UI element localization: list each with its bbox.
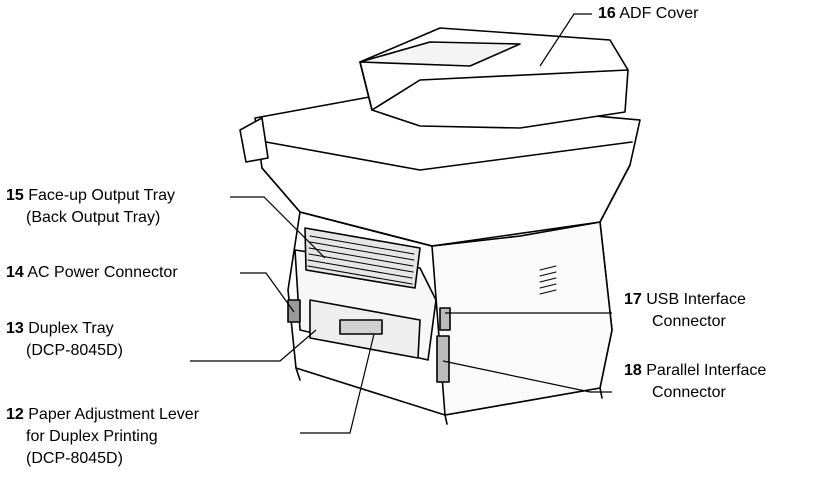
callout-text: ADF Cover [619,5,699,22]
leader-18 [442,360,612,393]
callout-number: 17 [624,291,642,308]
callout-number: 14 [6,264,24,281]
callout-text: AC Power Connector [27,264,178,281]
callout-14-ac-power-connector: 14 AC Power Connector [6,262,178,284]
callout-number: 13 [6,320,24,337]
output-tray [304,227,421,289]
callout-13-duplex-tray: 13 Duplex Tray (DCP-8045D) [6,318,123,362]
callout-text: USB Interface [646,291,746,308]
callout-16-adf-cover: 16 ADF Cover [598,3,698,25]
callout-number: 16 [598,5,616,22]
left-latch [239,117,269,163]
leader-15 [230,196,326,259]
callout-number: 18 [624,362,642,379]
side-panel [431,221,613,416]
parallel-port [436,335,450,383]
leader-14 [240,272,295,313]
callout-text: Duplex Tray [28,320,114,337]
scanner-band [261,164,631,247]
callout-12-paper-adjustment-lever: 12 Paper Adjustment Lever for Duplex Pri… [6,404,199,470]
leader-16 [539,13,592,67]
duplex-lever [339,319,383,335]
callout-text: Face-up Output Tray [28,187,175,204]
adf-tray [359,41,521,67]
callout-subtext: (Back Output Tray) [26,209,161,226]
callout-subtext: for Duplex Printing [26,428,158,445]
usb-port [439,307,451,331]
callout-subtext: Connector [652,313,726,330]
callout-text: Paper Adjustment Lever [28,406,200,423]
callout-number: 15 [6,187,24,204]
callout-subtext: (DCP-8045D) [26,342,123,359]
callout-17-usb-interface: 17 USB Interface Connector [624,289,746,333]
callout-18-parallel-interface: 18 Parallel Interface Connector [624,360,766,404]
callout-text: Parallel Interface [646,362,767,379]
leader-12 [300,333,375,434]
callout-number: 12 [6,406,24,423]
callout-subtext: (DCP-8045D) [26,450,123,467]
callout-subtext: Connector [652,384,726,401]
leader-13 [190,329,317,362]
callout-15-face-up-output-tray: 15 Face-up Output Tray (Back Output Tray… [6,185,175,229]
